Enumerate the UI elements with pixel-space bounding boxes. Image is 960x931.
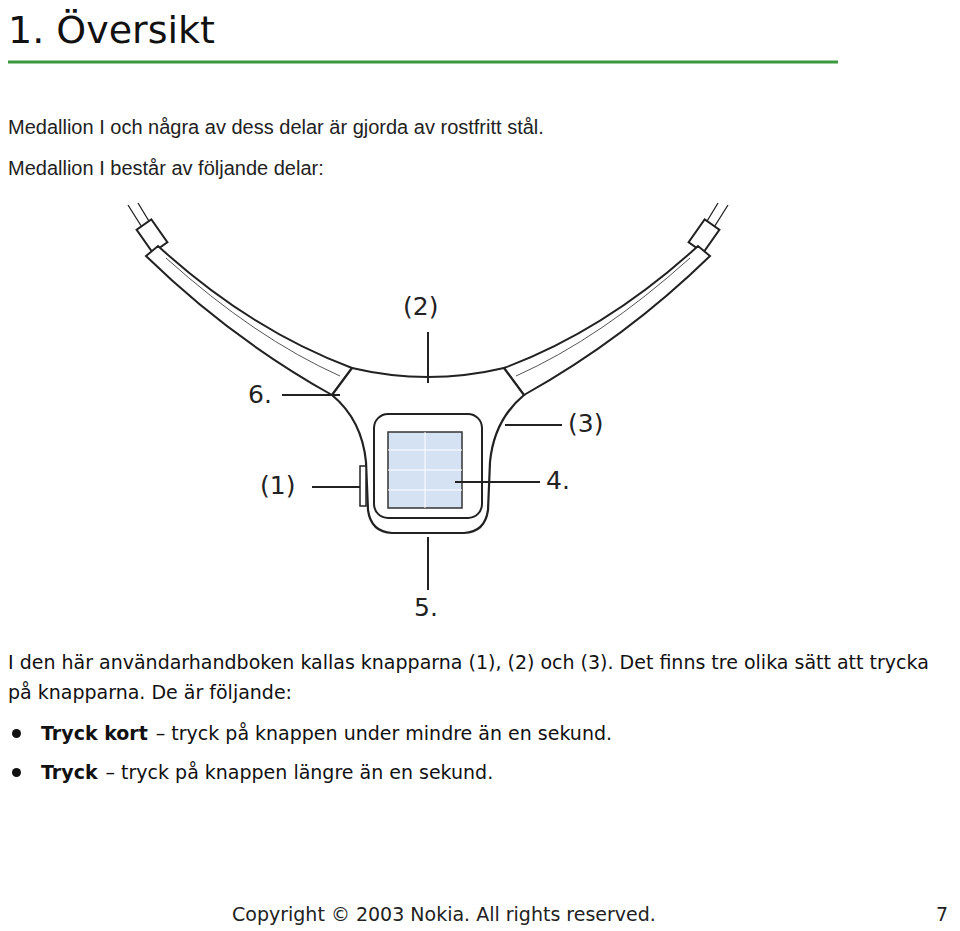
bullet-text: – tryck på knappen längre än en sekund. [106,761,494,783]
callout-number: (1) [260,470,295,503]
bullet-item: Tryck – tryck på knappen längre än en sek… [8,761,493,783]
bullet-dot [12,768,21,777]
callout-number: 4. [546,465,570,498]
body-text: Medallion I och några av dess delar är g… [8,114,544,140]
bullet-term: Tryck [41,761,98,783]
medallion-body [332,368,524,533]
callout-number: 6. [248,379,272,412]
leader-lines [282,332,562,590]
callout-number: 5. [414,592,438,625]
display-grid [388,432,462,508]
body-text: Medallion I består av följande delar: [8,155,324,181]
callout-number: (3) [568,408,603,441]
page-number: 7 [936,902,948,927]
cord-caps [137,219,720,252]
footer-copyright: Copyright © 2003 Nokia. All rights reser… [232,902,656,927]
side-button [360,466,366,506]
bullet-term: Tryck kort [41,722,148,744]
callout-number: (2) [403,291,438,324]
title-rule [8,61,838,64]
screen-frame [374,414,482,518]
body-paragraph: I den här användarhandboken kallas knapp… [8,647,933,707]
display [388,432,462,508]
bullet-item: Tryck kort – tryck på knappen under mindr… [8,722,612,744]
bullet-text: – tryck på knappen under mindre än en se… [156,722,612,744]
bullet-dot [12,729,21,738]
neck-strap [146,246,710,395]
cords [128,203,728,240]
page-title: 1. Översikt [8,6,215,55]
